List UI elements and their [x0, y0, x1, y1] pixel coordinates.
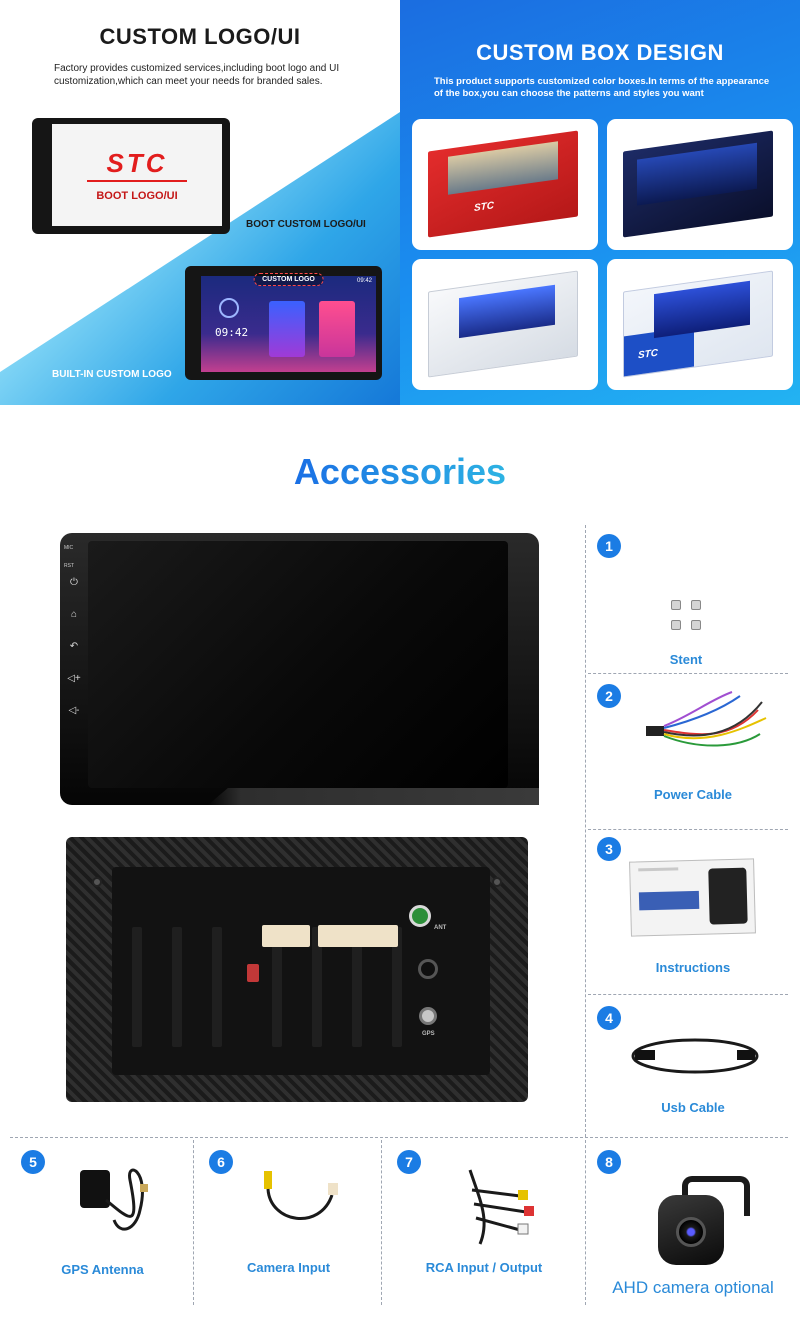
stent-clip-icon	[671, 600, 681, 610]
item-label-rca: RCA Input / Output	[425, 1260, 543, 1275]
home-icon: ⌂	[70, 609, 78, 620]
custom-box-description: This product supports customized color b…	[434, 76, 770, 99]
volume-up-icon: ◁+	[67, 673, 81, 684]
grid-divider	[585, 1140, 586, 1305]
ui-screen: CUSTOM LOGO 09:42 09:42	[201, 273, 376, 372]
box-design-white	[412, 259, 598, 390]
power-icon: ⏻	[70, 577, 78, 588]
red-box-image: STC	[428, 130, 578, 238]
mic-label: MIC	[64, 545, 74, 551]
white-box-image	[428, 270, 578, 378]
volume-down-icon: ◁-	[68, 705, 80, 716]
item-label-instructions: Instructions	[655, 960, 731, 975]
power-cable-icon	[646, 691, 767, 747]
item-label-power-cable: Power Cable	[653, 787, 733, 802]
custom-logo-description: Factory provides customized services,inc…	[54, 63, 340, 87]
grid-divider	[381, 1140, 382, 1305]
custom-services-banner: CUSTOM LOGO/UI Factory provides customiz…	[0, 0, 800, 405]
boot-custom-logo-label: BOOT CUSTOM LOGO/UI	[246, 219, 366, 230]
screen-bottom-bezel	[208, 788, 539, 805]
item-label-gps-antenna: GPS Antenna	[61, 1262, 144, 1277]
map-tile	[269, 301, 305, 357]
grid-divider	[193, 1140, 194, 1305]
item-label-usb-cable: Usb Cable	[661, 1100, 725, 1115]
accessories-title: Accessories	[293, 451, 507, 492]
grid-divider	[10, 1137, 788, 1138]
item-number-badge: 3	[597, 837, 621, 861]
built-in-logo-label: BUILT-IN CUSTOM LOGO	[52, 369, 172, 380]
custom-box-title: CUSTOM BOX DESIGN	[476, 40, 724, 65]
box-brand-label: STC	[474, 200, 494, 215]
back-icon: ↶	[69, 641, 79, 652]
head-unit-screen	[88, 541, 508, 788]
item-number-badge: 2	[597, 684, 621, 708]
stent-clip-icon	[691, 600, 701, 610]
stc-logo-underline	[87, 180, 187, 182]
camera-input-cable-icon	[264, 1171, 338, 1220]
ui-monitor: CUSTOM LOGO 09:42 09:42	[185, 266, 382, 380]
round-port	[418, 959, 438, 979]
custom-logo-pill: CUSTOM LOGO	[253, 273, 324, 286]
item-label-ahd-camera: AHD camera optional	[612, 1278, 774, 1297]
box-design-dark	[607, 119, 793, 250]
item-label-stent: Stent	[669, 652, 703, 667]
item-number-badge: 1	[597, 534, 621, 558]
ahd-camera-icon	[658, 1195, 724, 1265]
grid-divider	[588, 829, 788, 830]
music-tile	[319, 301, 355, 357]
ant-port	[409, 905, 431, 927]
box-design-blue: STC	[607, 259, 793, 390]
item-number-badge: 4	[597, 1006, 621, 1030]
stent-clip-icon	[671, 620, 681, 630]
gps-port	[419, 1007, 437, 1025]
grid-divider	[588, 673, 788, 674]
gps-label: GPS	[422, 1031, 435, 1037]
connector-port	[262, 925, 310, 947]
blue-box-image: STC	[623, 270, 773, 378]
gps-antenna-icon	[80, 1170, 110, 1208]
status-clock: 09:42	[356, 278, 372, 284]
screw-icon	[92, 877, 102, 887]
custom-logo-title: CUSTOM LOGO/UI	[99, 24, 301, 49]
boot-logo-monitor: STC BOOT LOGO/UI	[32, 118, 230, 234]
back-panel-chassis: ANT GPS	[112, 867, 490, 1075]
item-number-badge: 5	[21, 1150, 45, 1174]
grid-divider	[585, 525, 586, 1137]
item-number-badge: 6	[209, 1150, 233, 1174]
item-label-camera-input: Camera Input	[246, 1260, 331, 1275]
screw-icon	[492, 877, 502, 887]
ant-label: ANT	[434, 925, 447, 931]
item-number-badge: 8	[597, 1150, 621, 1174]
dark-box-image	[623, 130, 773, 238]
screen-time: 09:42	[215, 326, 249, 339]
item-number-badge: 7	[397, 1150, 421, 1174]
rst-label: RST	[64, 563, 74, 569]
grid-divider	[588, 994, 788, 995]
clock-widget-icon	[219, 298, 239, 318]
head-unit-front: MIC RST ⏻ ⌂ ↶ ◁+ ◁-	[60, 533, 539, 805]
boot-logo-text: BOOT LOGO/UI	[96, 190, 178, 202]
boot-logo-screen: STC BOOT LOGO/UI	[52, 124, 222, 226]
head-unit-back: ANT GPS	[66, 837, 528, 1102]
stent-clip-icon	[691, 620, 701, 630]
instruction-manual-icon	[629, 858, 756, 937]
connector-port	[318, 925, 398, 947]
red-connector-port	[247, 964, 259, 982]
gps-antenna-cable-icon	[105, 1168, 148, 1231]
camera-lens-icon	[676, 1217, 706, 1247]
stc-logo: STC	[106, 148, 168, 178]
rca-cable-icon	[468, 1169, 534, 1245]
usb-cable-icon	[631, 1038, 759, 1074]
box-design-red: STC	[412, 119, 598, 250]
